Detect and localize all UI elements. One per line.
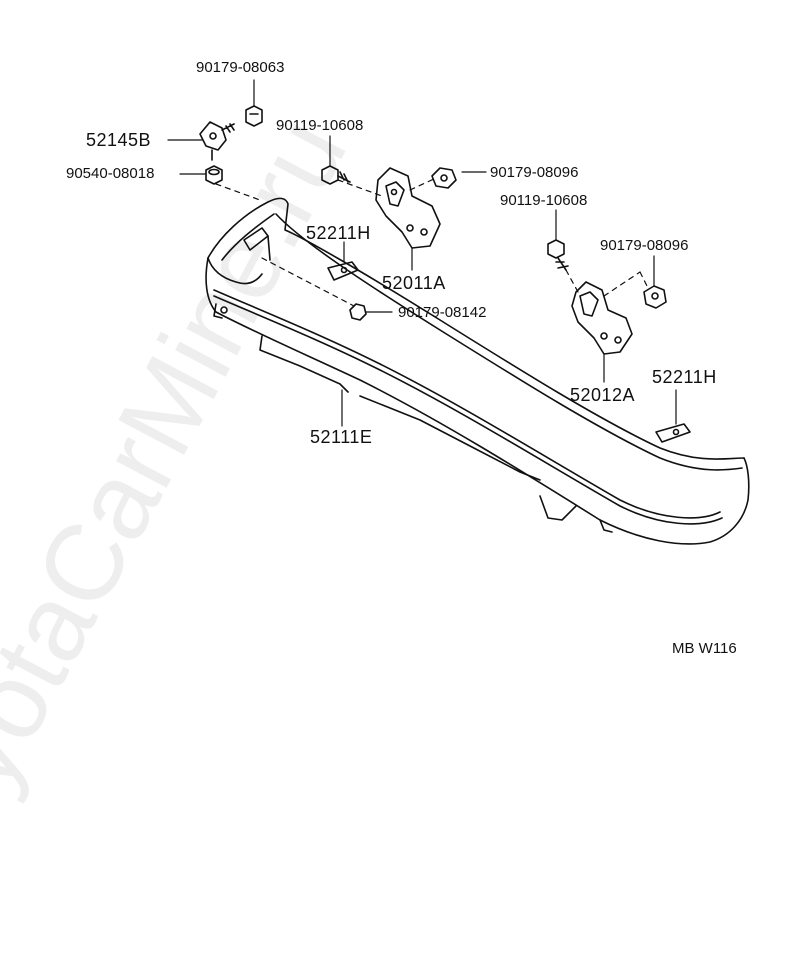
clip-left-shape: [327, 261, 359, 281]
nut-right-shape: [643, 285, 667, 309]
label-90179-08096-right: 90179-08096: [600, 237, 689, 254]
label-52211H-left: 52211H: [306, 223, 371, 243]
label-52145B: 52145B: [86, 130, 152, 150]
drawing-code: MB W116: [672, 640, 737, 657]
bumper-52111E-shape: [205, 197, 750, 545]
label-90179-08063: 90179-08063: [196, 59, 285, 76]
leader-lines: [167, 79, 677, 427]
label-52012A: 52012A: [570, 385, 636, 405]
nut-90540-08018-shape: [205, 165, 223, 185]
assembly-dashed-lines: [215, 177, 649, 307]
bolt-left-shape: [321, 165, 351, 185]
nut-90179-08142-shape: [349, 303, 367, 321]
label-90540-08018: 90540-08018: [66, 165, 155, 182]
bolt-right-shape: [547, 239, 569, 271]
label-52211H-right: 52211H: [652, 367, 717, 387]
stay-52012A-shape: [571, 281, 633, 355]
nut-left-shape: [431, 167, 457, 189]
label-90179-08096-left: 90179-08096: [490, 164, 579, 181]
label-52111E: 52111E: [310, 427, 373, 447]
label-90119-10608-left: 90119-10608: [276, 117, 364, 134]
bracket-52145B-shape: [199, 121, 235, 161]
clip-right-shape: [655, 423, 691, 443]
label-52011A: 52011A: [382, 273, 446, 293]
nut-90179-08063-shape: [245, 105, 263, 127]
label-90179-08142: 90179-08142: [398, 304, 487, 321]
label-90119-10608-right: 90119-10608: [500, 192, 588, 209]
stay-52011A-shape: [375, 167, 441, 249]
